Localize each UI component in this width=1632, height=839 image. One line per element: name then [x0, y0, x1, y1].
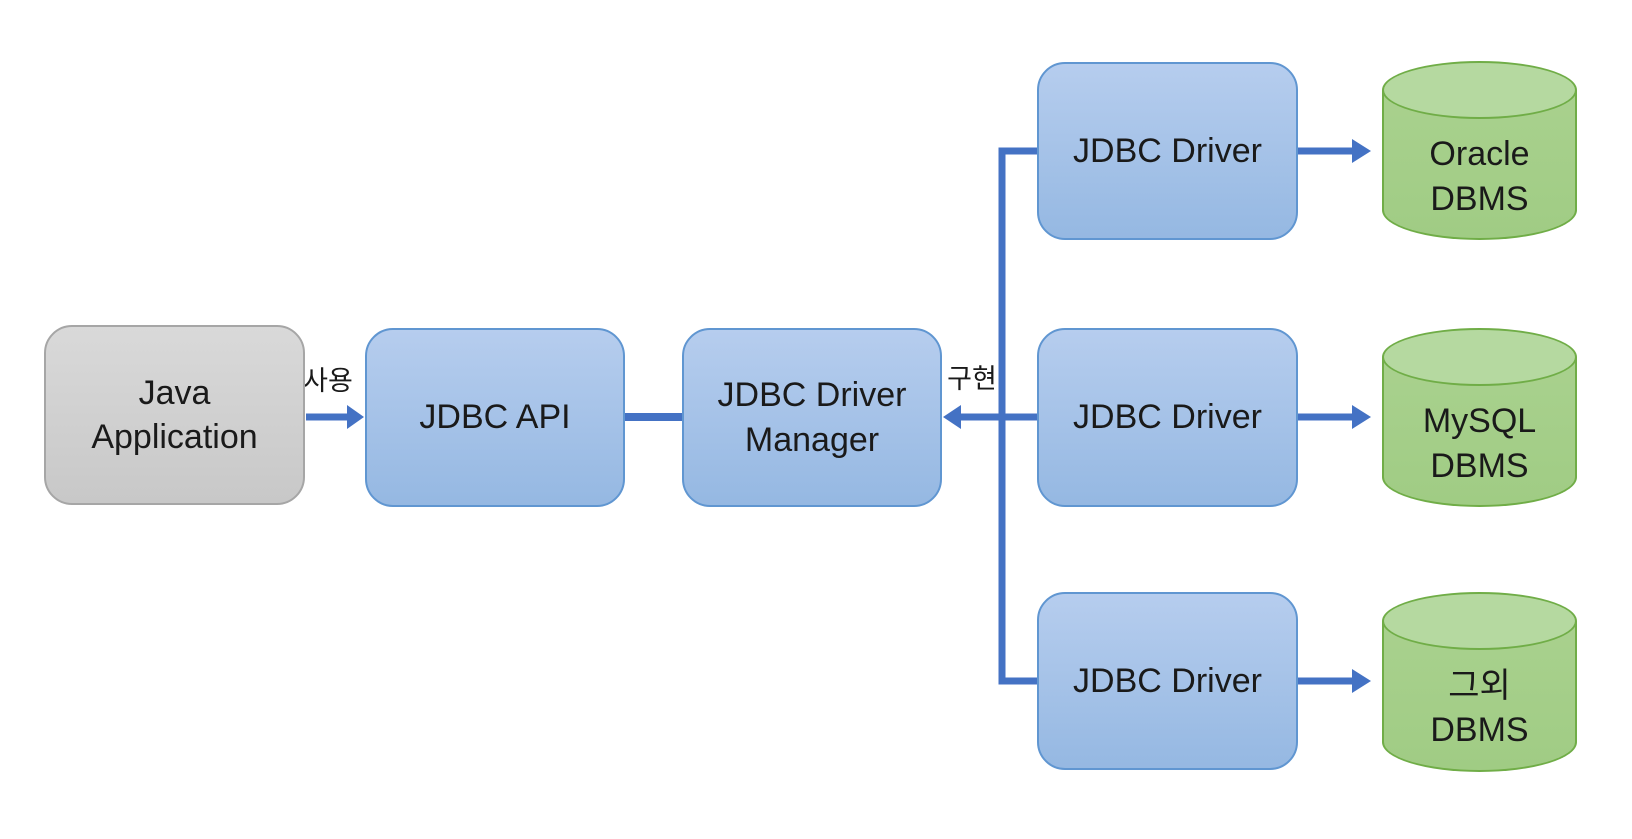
node-jdbc-driver-manager-label: JDBC Driver Manager [717, 376, 907, 459]
node-jdbc-api-label: JDBC API [419, 398, 571, 437]
use-arrow [306, 405, 364, 429]
node-jdbc-driver-bottom-label: JDBC Driver [1073, 661, 1262, 700]
node-java-application: Java Application [44, 325, 305, 505]
driver-mysql-arrow [1298, 405, 1371, 429]
driver-oracle-arrow [1298, 139, 1371, 163]
node-jdbc-driver-top: JDBC Driver [1037, 62, 1298, 240]
node-mysql-dbms: MySQL DBMS [1382, 328, 1577, 507]
node-oracle-dbms-label: Oracle DBMS [1429, 135, 1530, 218]
use-edge-label: 사용 [303, 366, 353, 396]
cylinder-top [1382, 61, 1577, 119]
driver-other-arrow [1298, 669, 1371, 693]
node-mysql-dbms-label: MySQL DBMS [1422, 402, 1537, 485]
implement-edge-label: 구현 [947, 364, 997, 394]
cylinder-top [1382, 328, 1577, 386]
node-jdbc-api: JDBC API [365, 328, 625, 507]
node-other-dbms-label: 그외 DBMS [1430, 666, 1529, 749]
driver-tree-connector [998, 147, 1037, 685]
node-jdbc-driver-top-label: JDBC Driver [1073, 131, 1262, 170]
api-manager-line [625, 413, 682, 421]
node-jdbc-driver-manager: JDBC Driver Manager [682, 328, 942, 507]
node-other-dbms: 그외 DBMS [1382, 592, 1577, 772]
implement-arrow [943, 405, 1037, 429]
node-java-application-label: Java Application [91, 373, 258, 456]
node-jdbc-driver-middle-label: JDBC Driver [1073, 398, 1262, 437]
node-oracle-dbms: Oracle DBMS [1382, 61, 1577, 240]
cylinder-top [1382, 592, 1577, 650]
node-jdbc-driver-bottom: JDBC Driver [1037, 592, 1298, 770]
node-jdbc-driver-middle: JDBC Driver [1037, 328, 1298, 507]
